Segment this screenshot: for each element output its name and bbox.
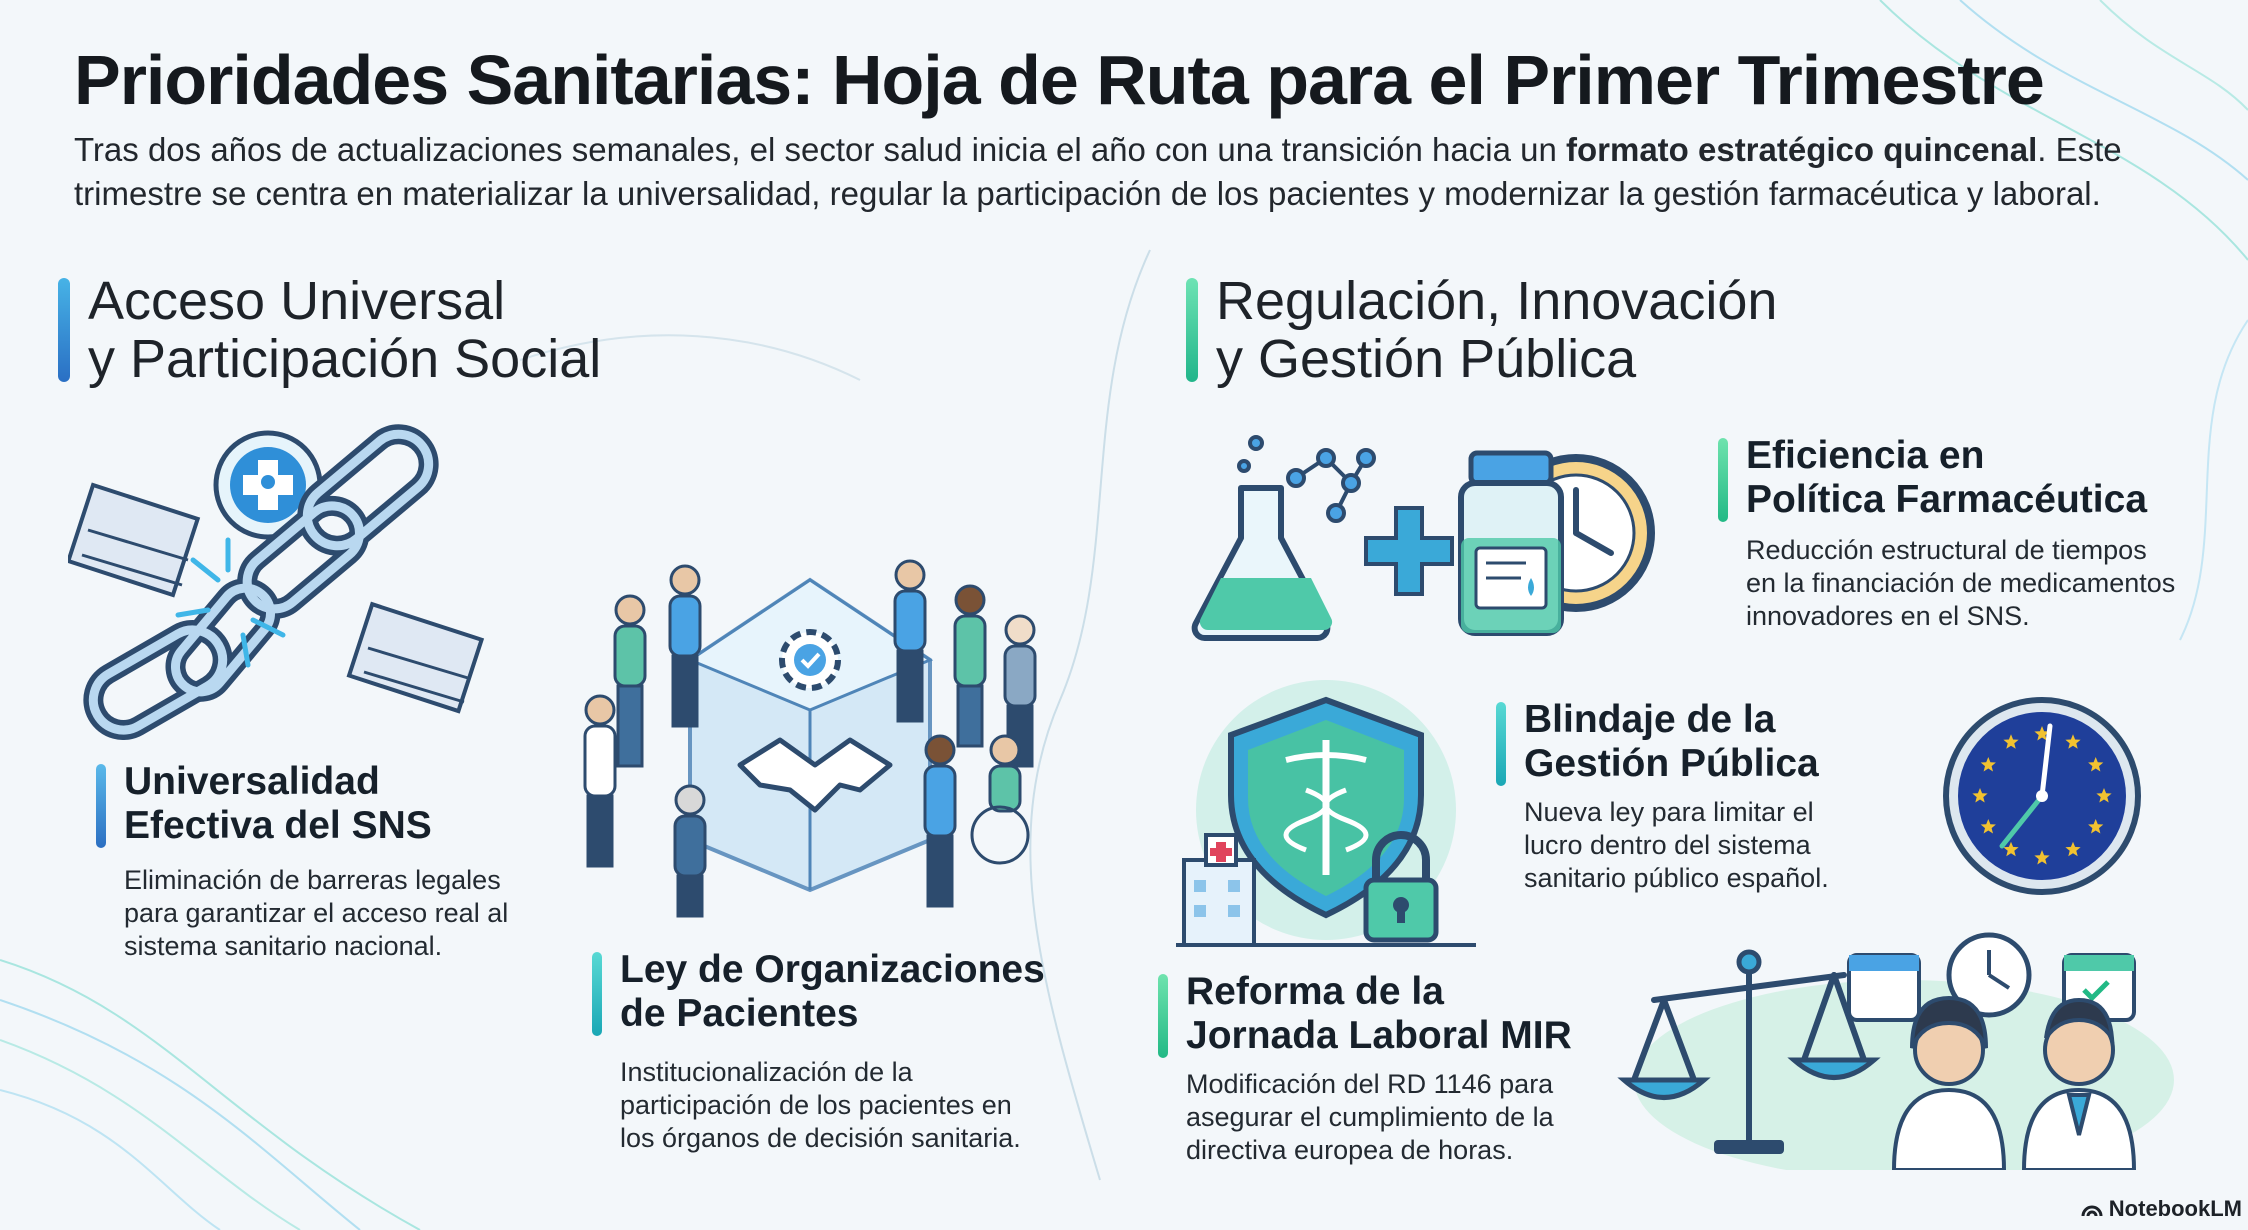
eu-star-icon (2034, 850, 2050, 865)
intro-text-part-1: Tras dos años de actualizaciones semanal… (74, 131, 1566, 168)
item-farmaceutica-desc: Reducción estructural de tiempos en la f… (1746, 534, 2226, 633)
item-farmaceutica-title-line-1: Eficiencia en (1746, 434, 1985, 477)
item-mir-desc-line-1: Modificación del RD 1146 para (1186, 1069, 1554, 1099)
right-section-accent-bar (1186, 278, 1198, 382)
item-farmaceutica-title-line-2: Política Farmacéutica (1746, 478, 2148, 521)
item-mir-desc: Modificación del RD 1146 para asegurar e… (1186, 1068, 1606, 1167)
eu-star-icon (2065, 841, 2081, 857)
item-gestion-publica-desc-line-2: lucro dentro del sistema (1524, 830, 1811, 860)
item-universalidad-accent-bar (96, 764, 106, 848)
item-gestion-publica-accent-bar (1496, 702, 1506, 786)
intro-text: Tras dos años de actualizaciones semanal… (74, 128, 2174, 216)
item-universalidad-desc-line-1: Eliminación de barreras legales (124, 865, 501, 895)
notebooklm-icon (2081, 1205, 2103, 1217)
handshake-institution-icon (583, 559, 1037, 918)
item-ley-pacientes-accent-bar (592, 952, 602, 1036)
item-mir-title: Reforma de la Jornada Laboral MIR (1158, 970, 1626, 1058)
left-section-accent-bar (58, 278, 70, 382)
item-ley-pacientes-title-line-2: de Pacientes (620, 992, 859, 1035)
item-farmaceutica-title: Eficiencia en Política Farmacéutica (1718, 434, 2226, 522)
item-farmaceutica-desc-line-3: innovadores en el SNS. (1746, 601, 2030, 631)
item-mir-desc-line-3: directiva europea de horas. (1186, 1135, 1514, 1165)
left-section-heading-line-1: Acceso Universal (88, 271, 506, 331)
scales-doctors-icon (1617, 932, 2174, 1170)
eu-star-icon (1980, 757, 1996, 772)
item-mir-desc-line-2: asegurar el cumplimiento de la (1186, 1102, 1554, 1132)
item-universalidad-title-line-1: Universalidad (124, 760, 380, 803)
eu-clock-icon (1943, 697, 2141, 895)
flask-medicine-clock-icon (1191, 435, 1655, 641)
item-gestion-publica-desc-line-3: sanitario público español. (1524, 863, 1829, 893)
eu-star-icon (2003, 734, 2019, 749)
item-ley-pacientes-desc-line-2: participación de los pacientes en (620, 1090, 1012, 1120)
eu-star-icon (1980, 819, 1996, 834)
broken-chain-icon (68, 424, 485, 740)
item-farmaceutica-accent-bar (1718, 438, 1728, 522)
eu-star-icon (2096, 788, 2112, 803)
item-universalidad-desc-line-3: sistema sanitario nacional. (124, 931, 443, 961)
page-title: Prioridades Sanitarias: Hoja de Ruta par… (74, 41, 2045, 119)
notebooklm-logo: NotebookLM (2081, 1196, 2242, 1222)
item-ley-pacientes-desc: Institucionalización de la participación… (620, 1056, 1100, 1155)
item-gestion-publica-desc: Nueva ley para limitar el lucro dentro d… (1524, 796, 1924, 895)
eu-star-icon (2034, 726, 2050, 741)
item-ley-pacientes-title: Ley de Organizaciones de Pacientes (592, 948, 1120, 1036)
item-farmaceutica-desc-line-2: en la financiación de medicamentos (1746, 568, 2176, 598)
eu-star-icon (2065, 734, 2081, 749)
item-universalidad-title-line-2: Efectiva del SNS (124, 804, 432, 847)
item-ley-pacientes-title-line-1: Ley de Organizaciones (620, 948, 1045, 991)
item-universalidad-desc: Eliminación de barreras legales para gar… (124, 864, 564, 963)
right-section-heading-line-2: y Gestión Pública (1216, 329, 1637, 389)
item-gestion-publica-desc-line-1: Nueva ley para limitar el (1524, 797, 1814, 827)
item-ley-pacientes-desc-line-3: los órganos de decisión sanitaria. (620, 1123, 1021, 1153)
eu-star-icon (1972, 788, 1988, 803)
intro-text-part-2: . Este trimestre se centra en materializ… (74, 131, 2122, 212)
item-universalidad-title: Universalidad Efectiva del SNS (96, 760, 544, 848)
intro-text-bold: formato estratégico quincenal (1565, 131, 2038, 168)
item-mir-title-line-1: Reforma de la (1186, 970, 1444, 1013)
right-section-heading-line-1: Regulación, Innovación (1216, 271, 1778, 331)
brand-name: NotebookLM (2108, 1196, 2242, 1221)
item-gestion-publica-title-line-2: Gestión Pública (1524, 742, 1819, 785)
item-ley-pacientes-desc-line-1: Institucionalización de la (620, 1057, 913, 1087)
eu-star-icon (2088, 819, 2104, 834)
left-section-heading: Acceso Universal y Participación Social (58, 271, 728, 389)
item-mir-accent-bar (1158, 974, 1168, 1058)
left-section-heading-line-2: y Participación Social (88, 329, 602, 389)
item-gestion-publica-title: Blindaje de la Gestión Pública (1496, 698, 1924, 786)
right-section-heading: Regulación, Innovación y Gestión Pública (1186, 271, 1896, 389)
item-mir-title-line-2: Jornada Laboral MIR (1186, 1014, 1572, 1057)
shield-caduceus-lock-icon (1176, 680, 1476, 947)
eu-star-icon (2088, 757, 2104, 772)
item-gestion-publica-title-line-1: Blindaje de la (1524, 698, 1776, 741)
item-universalidad-desc-line-2: para garantizar el acceso real al (124, 898, 509, 928)
item-farmaceutica-desc-line-1: Reducción estructural de tiempos (1746, 535, 2147, 565)
eu-star-icon (2003, 841, 2019, 857)
